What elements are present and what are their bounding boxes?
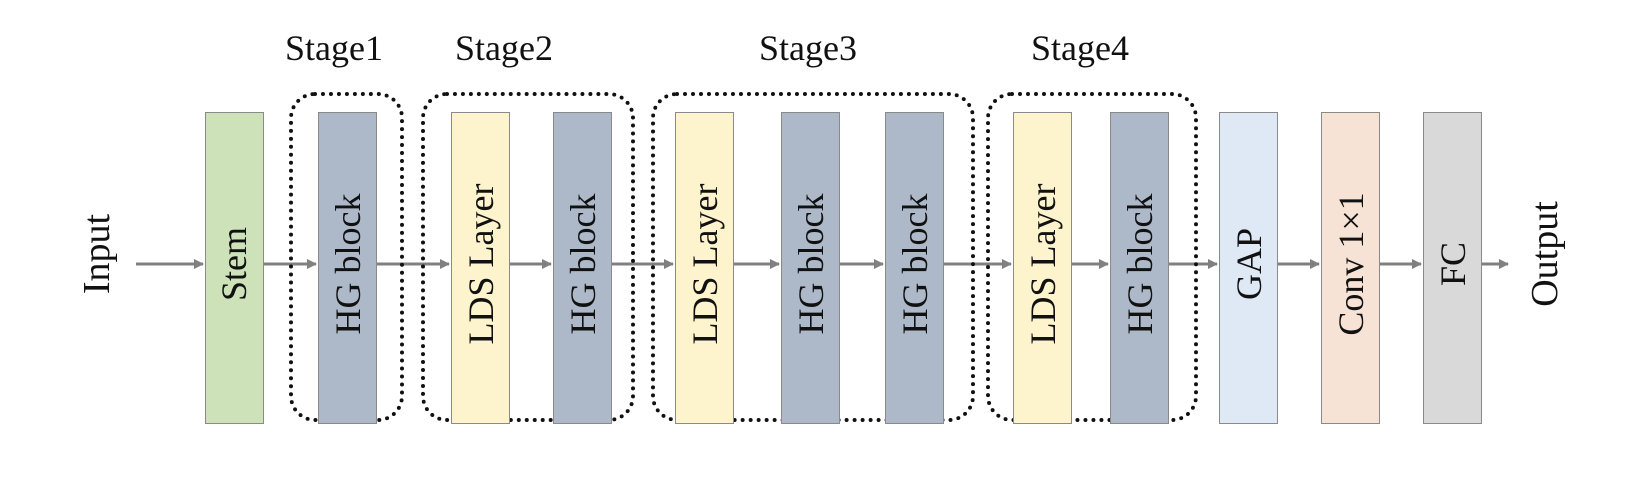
lds-layer-stage4 <box>1013 112 1072 424</box>
lds-layer-stage3 <box>675 112 734 424</box>
fc-block <box>1423 112 1482 424</box>
input-label: Input <box>76 213 118 295</box>
lds-layer-stage3-label: LDS Layer <box>685 183 725 345</box>
hg-block-stage4-label: HG block <box>1120 193 1160 335</box>
stage-title-1: Stage1 <box>285 28 383 68</box>
stem-block <box>205 112 264 424</box>
hg-block-stage3-a <box>781 112 840 424</box>
fc-label: FC <box>1433 241 1473 287</box>
stage-title-3: Stage3 <box>759 28 857 68</box>
lds-layer-stage2-label: LDS Layer <box>461 183 501 345</box>
hg-block-stage1 <box>318 112 377 424</box>
stage-title-2: Stage2 <box>455 28 553 68</box>
output-label: Output <box>1524 201 1566 307</box>
hg-block-stage3-b <box>885 112 944 424</box>
hg-block-stage3-a-label: HG block <box>791 193 831 335</box>
hg-block-stage2 <box>553 112 612 424</box>
stage-box-2 <box>421 92 635 422</box>
lds-layer-stage2 <box>451 112 510 424</box>
stem-label: Stem <box>214 227 254 302</box>
gap-block <box>1219 112 1278 424</box>
gap-label: GAP <box>1229 227 1269 301</box>
hg-block-stage4 <box>1110 112 1169 424</box>
conv1x1-label: Conv 1×1 <box>1331 192 1371 336</box>
stage-box-4 <box>986 92 1198 422</box>
hg-block-stage3-b-label: HG block <box>895 193 935 335</box>
conv1x1-block <box>1321 112 1380 424</box>
hg-block-stage1-label: HG block <box>328 193 368 335</box>
lds-layer-stage4-label: LDS Layer <box>1023 183 1063 345</box>
stage-title-4: Stage4 <box>1031 28 1129 68</box>
hg-block-stage2-label: HG block <box>563 193 603 335</box>
